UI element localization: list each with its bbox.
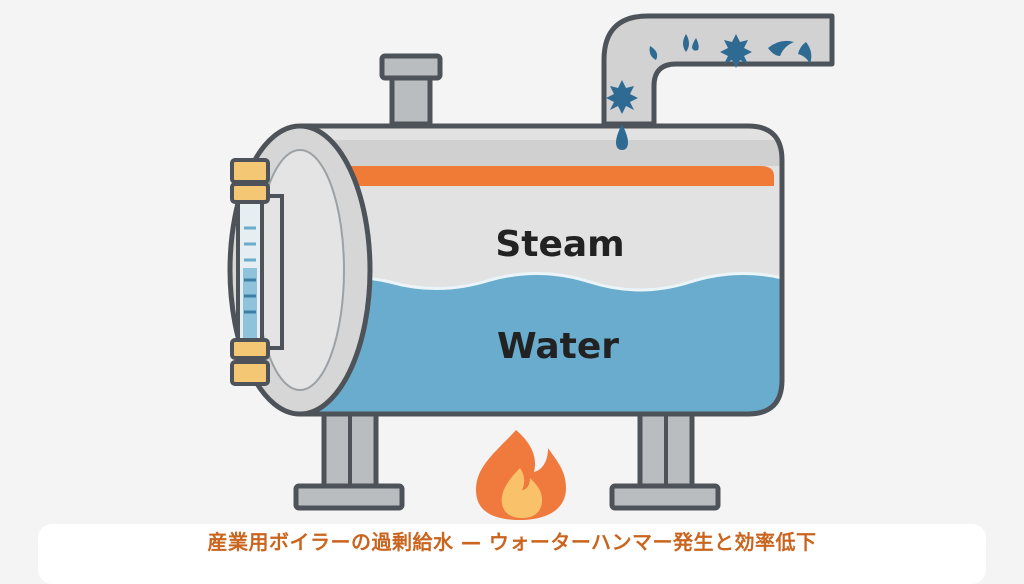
caption-title: 産業用ボイラーの過剰給水 — ウォーターハンマー発生と効率低下 [207,530,817,554]
caption-bar [38,524,986,584]
water-splash-icon [606,34,812,114]
water-body [300,273,782,414]
outlet-pipe [601,13,835,127]
right-support-leg [609,409,721,511]
fire-icon [476,430,566,520]
top-nozzle [379,53,443,127]
orange-stripe [300,166,774,186]
sight-glass-icon [230,158,284,386]
left-support-leg [293,409,405,511]
water-droplet-icon [616,38,699,150]
steam-label: Steam [495,224,624,265]
boiler-shell [227,123,785,417]
water-label: Water [497,326,619,367]
